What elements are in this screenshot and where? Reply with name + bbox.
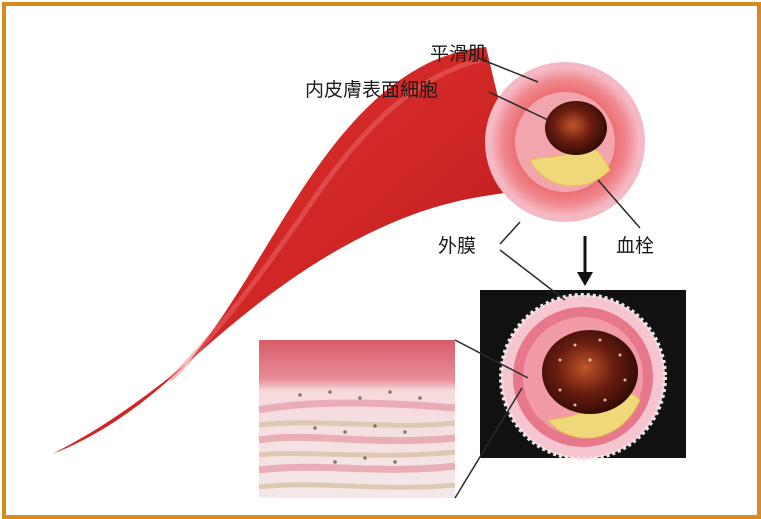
- lower-lumen: [542, 330, 638, 414]
- label-endothelial-cells: 内皮膚表面細胞: [305, 79, 438, 101]
- tissue-detail-panel: [259, 340, 455, 498]
- label-adventitia: 外膜: [438, 235, 476, 257]
- label-thrombus: 血栓: [616, 235, 654, 257]
- down-arrow: [577, 236, 593, 286]
- upper-lumen: [545, 101, 607, 155]
- lower-cross-section: [480, 290, 686, 459]
- leader-adventitia-up: [500, 222, 520, 244]
- tissue-panel-bg: [259, 340, 455, 498]
- label-smooth-muscle: 平滑肌: [430, 43, 487, 65]
- upper-cross-section: [485, 62, 645, 222]
